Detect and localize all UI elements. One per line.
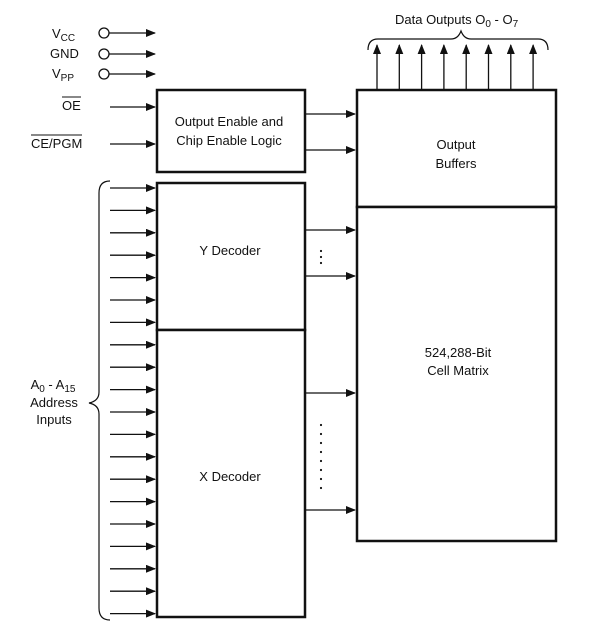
- cell-matrix-box: [355, 205, 558, 543]
- address-label-line2: Address: [30, 395, 78, 410]
- output-buffers-block: Output Buffers: [355, 88, 558, 209]
- vcc-pin-circle: [98, 27, 110, 39]
- oe-input: OE: [62, 96, 156, 113]
- address-brace: [88, 180, 111, 621]
- oe-label: OE: [62, 98, 81, 113]
- output-buffers-line1: Output: [436, 137, 475, 152]
- cell-matrix-line1: 524,288-Bit: [425, 345, 492, 360]
- data-outputs-brace: [367, 29, 549, 51]
- vpp-pin-circle: [98, 68, 110, 80]
- address-label-line3: Inputs: [36, 412, 72, 427]
- ce-pgm-label: CE/PGM: [31, 136, 82, 151]
- data-outputs-label: Data Outputs O0 - O7: [395, 12, 519, 30]
- output-buffers-line2: Buffers: [436, 156, 477, 171]
- address-input-arrows: [110, 184, 156, 618]
- output-buffers-box: [355, 88, 558, 209]
- cell-matrix-block: 524,288-Bit Cell Matrix: [355, 205, 558, 543]
- cell-matrix-line2: Cell Matrix: [427, 363, 489, 378]
- y-decoder-block: Y Decoder: [155, 181, 307, 332]
- oe-ce-logic-block: Output Enable and Chip Enable Logic: [155, 88, 307, 174]
- x-decoder-block: X Decoder: [155, 328, 307, 619]
- gnd-pin-circle: [98, 48, 110, 60]
- data-output-arrows: [373, 44, 538, 90]
- y-decoder-label: Y Decoder: [199, 243, 261, 258]
- vpp-label: VPP: [52, 66, 74, 84]
- x-decoder-box: [155, 328, 307, 619]
- gnd-label: GND: [50, 46, 79, 61]
- ce-pgm-input: CE/PGM: [31, 134, 156, 151]
- oe-ce-logic-line1: Output Enable and: [175, 114, 283, 129]
- address-label-line1: A0 - A15: [31, 377, 76, 395]
- gnd-pin: GND: [50, 46, 156, 61]
- vcc-pin: VCC: [52, 26, 156, 44]
- oe-ce-logic-box: [155, 88, 307, 174]
- vcc-label: VCC: [52, 26, 75, 44]
- x-to-matrix-ellipsis: [319, 423, 323, 490]
- y-to-matrix-ellipsis: [319, 249, 323, 265]
- oe-ce-logic-line2: Chip Enable Logic: [176, 133, 282, 148]
- vpp-pin: VPP: [52, 66, 156, 84]
- x-decoder-label: X Decoder: [199, 469, 261, 484]
